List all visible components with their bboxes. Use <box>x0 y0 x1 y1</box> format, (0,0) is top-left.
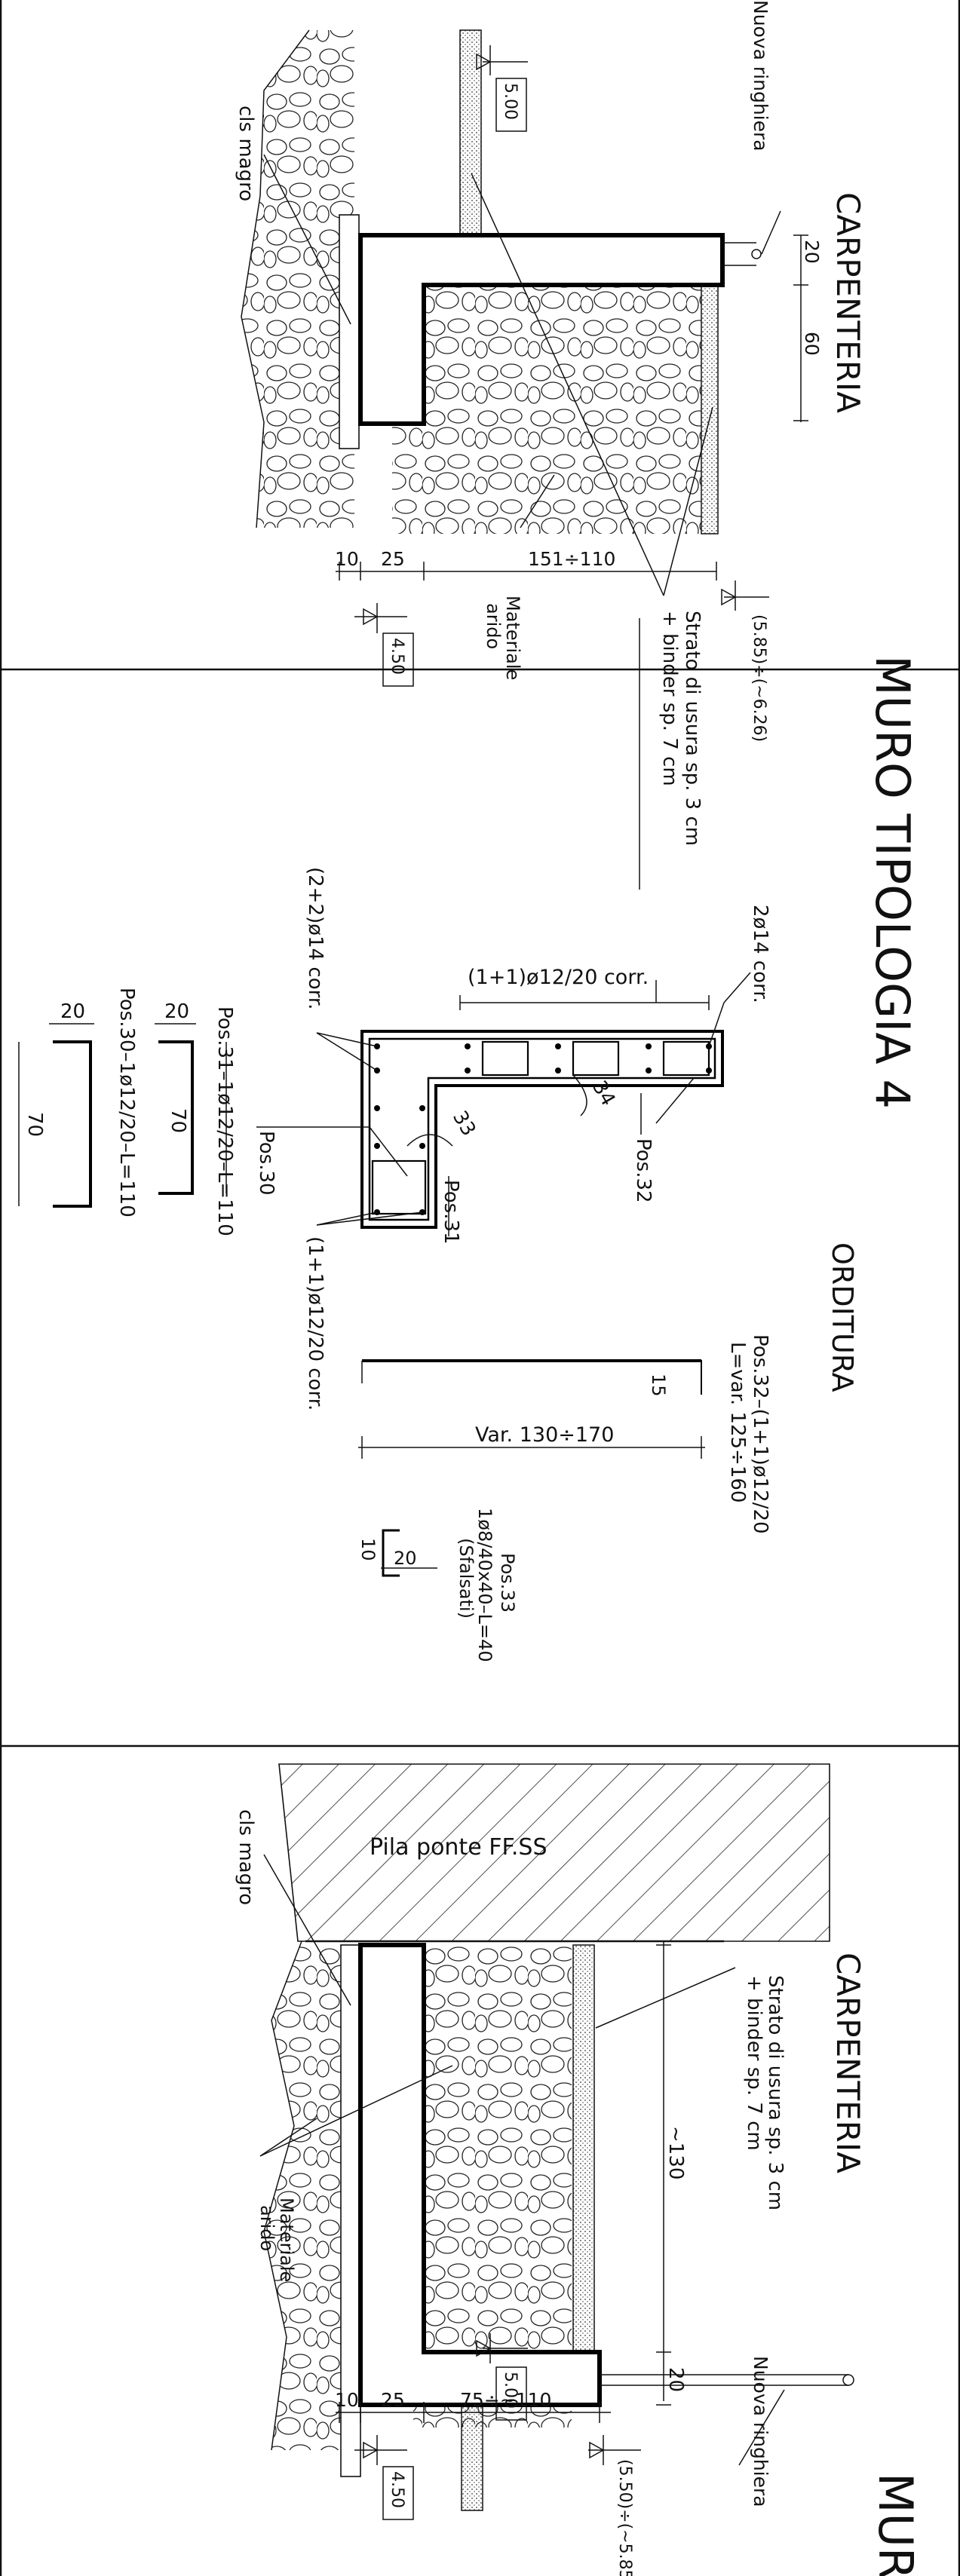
ground-rough-hatch-3 <box>264 1941 347 2450</box>
dim-151-110-s1: 151÷110 <box>528 548 615 570</box>
l-wall-section <box>358 233 725 426</box>
label-fill-2-s1: arido <box>483 603 504 649</box>
label-railing-3: Nuova ringhiera <box>750 2356 771 2507</box>
svg-text:(5.85)÷(~6.26): (5.85)÷(~6.26) <box>750 614 768 742</box>
label-fill-1-s1: Materiale <box>502 596 523 680</box>
backfill-area-3 <box>413 1945 572 2427</box>
section-1-carpenteria: Nuova ringhiera CARPENTERIA 5.00 4.50 (5… <box>235 0 866 890</box>
level-marker-bottom: 4.50 <box>354 603 414 687</box>
svg-text:5.00: 5.00 <box>501 83 520 120</box>
label-2p2-phi14: (2+2)ø14 corr. <box>304 867 327 1009</box>
dim-25-s1: 25 <box>381 548 405 570</box>
level-marker-road-3: (5.50)÷(~5.85) <box>588 2435 641 2576</box>
dim-75-110-s3: 75÷~110 <box>460 2389 551 2411</box>
dim-var: Var. 130÷170 <box>475 1423 614 1447</box>
dim-10-s2: 10 <box>357 1538 379 1561</box>
pos33-def-3: (Sfalsati) <box>455 1538 477 1619</box>
pos32-def-1: Pos.32–(1+1)ø12/20 <box>749 1334 771 1534</box>
level-marker-road: (5.85)÷(~6.26) <box>721 580 769 742</box>
svg-text:5.00: 5.00 <box>501 2372 520 2409</box>
label-pos31: Pos.31 <box>440 1180 462 1245</box>
heading-orditura: ORDITURA <box>826 1242 859 1392</box>
label-surface-1-s1: Strato di usura sp. 3 cm <box>681 611 704 846</box>
heading-carpenteria-3: CARPENTERIA <box>830 1953 866 2173</box>
label-surface-2-s3: + binder sp. 7 cm <box>743 1975 765 2151</box>
rebar-points <box>374 1043 712 1215</box>
dim-20b: 20 <box>60 1000 85 1023</box>
pos33-shape <box>382 1529 400 1577</box>
svg-text:4.50: 4.50 <box>388 638 406 675</box>
label-surface-2-s1: + binder sp. 7 cm <box>658 611 681 786</box>
label-lean-concrete-1: cls magro <box>235 106 257 201</box>
paving-layer-3b <box>461 2397 483 2511</box>
label-fill-1-s3: Materiale <box>276 2198 297 2282</box>
dim-70a: 70 <box>167 1108 189 1133</box>
pos33-def-1: Pos.33 <box>497 1553 518 1613</box>
label-1p1-phi12-top: (1+1)ø12/20 corr. <box>468 966 649 989</box>
svg-text:4.50: 4.50 <box>388 2471 406 2508</box>
dim-130-s3: ~130 <box>664 2126 687 2179</box>
dim-25-s3: 25 <box>381 2389 405 2411</box>
label-pos32: Pos.32 <box>632 1138 655 1203</box>
label-1p1-phi12-bottom: (1+1)ø12/20 corr. <box>304 1236 327 1411</box>
pos30-shape <box>53 1040 92 1208</box>
dim-70b: 70 <box>23 1112 46 1137</box>
lean-concrete-slab-3 <box>340 1944 361 2477</box>
dim-10-s3: 10 <box>335 2389 359 2411</box>
section-3-carpenteria: Pila ponte FF.SS Nuova ringhiera CARPENT… <box>235 1763 866 2576</box>
backfill-area <box>392 285 701 534</box>
label-fill-2-s3: arido <box>256 2205 278 2251</box>
pos31-definition: Pos.31–1ø12/20–L=110 <box>213 1006 236 1236</box>
railing-leader <box>761 210 781 255</box>
dim-20c: 20 <box>394 1548 417 1569</box>
dim-60-s1: 60 <box>801 332 823 356</box>
dim-20-s3: 20 <box>664 2367 687 2392</box>
pos32-def-2: L=var. 125÷160 <box>726 1342 749 1502</box>
dim-20a: 20 <box>164 1000 189 1023</box>
label-surface-1-s3: Strato di usura sp. 3 cm <box>764 1975 787 2210</box>
sheet-title: MURO TIPOLOGIA 4 <box>865 655 920 1109</box>
dim-15: 15 <box>648 1374 669 1397</box>
level-marker-top-3: 5.00 <box>476 2333 528 2421</box>
rebar-cage-outline <box>360 1030 724 1229</box>
dim-10-s1: 10 <box>335 548 359 570</box>
heading-carpenteria-1: CARPENTERIA <box>830 192 866 413</box>
sheet-title-next: MURO TI <box>868 2473 923 2576</box>
label-bridge-pier: Pila ponte FF.SS <box>370 1834 547 1861</box>
section-2-orditura: ORDITURA 2ø14 corr. (1+1)ø12/20 corr. <box>18 867 859 1662</box>
pos31-shape <box>158 1040 194 1195</box>
dim-20-s1: 20 <box>801 240 823 264</box>
paving-layer <box>459 29 482 240</box>
ground-rough-hatch <box>241 30 354 528</box>
paving-layer-right <box>701 284 719 534</box>
pos33-def-2: 1ø8/40x40–L=40 <box>474 1508 495 1662</box>
paving-layer-3 <box>572 1944 595 2353</box>
lean-concrete-slab <box>339 214 360 449</box>
label-2phi14: 2ø14 corr. <box>749 905 771 1003</box>
level-marker-top: 5.00 <box>476 45 528 132</box>
svg-text:(5.50)÷(~5.85): (5.50)÷(~5.85) <box>615 2459 634 2576</box>
bridge-pier-hatch <box>278 1763 830 1942</box>
label-lean-concrete-3: cls magro <box>235 1809 257 1905</box>
level-marker-bottom-3: 4.50 <box>354 2435 414 2520</box>
label-railing: Nuova ringhiera <box>750 0 771 152</box>
label-pos30: Pos.30 <box>255 1131 278 1196</box>
pos30-definition: Pos.30–1ø12/20–L=110 <box>115 988 138 1218</box>
